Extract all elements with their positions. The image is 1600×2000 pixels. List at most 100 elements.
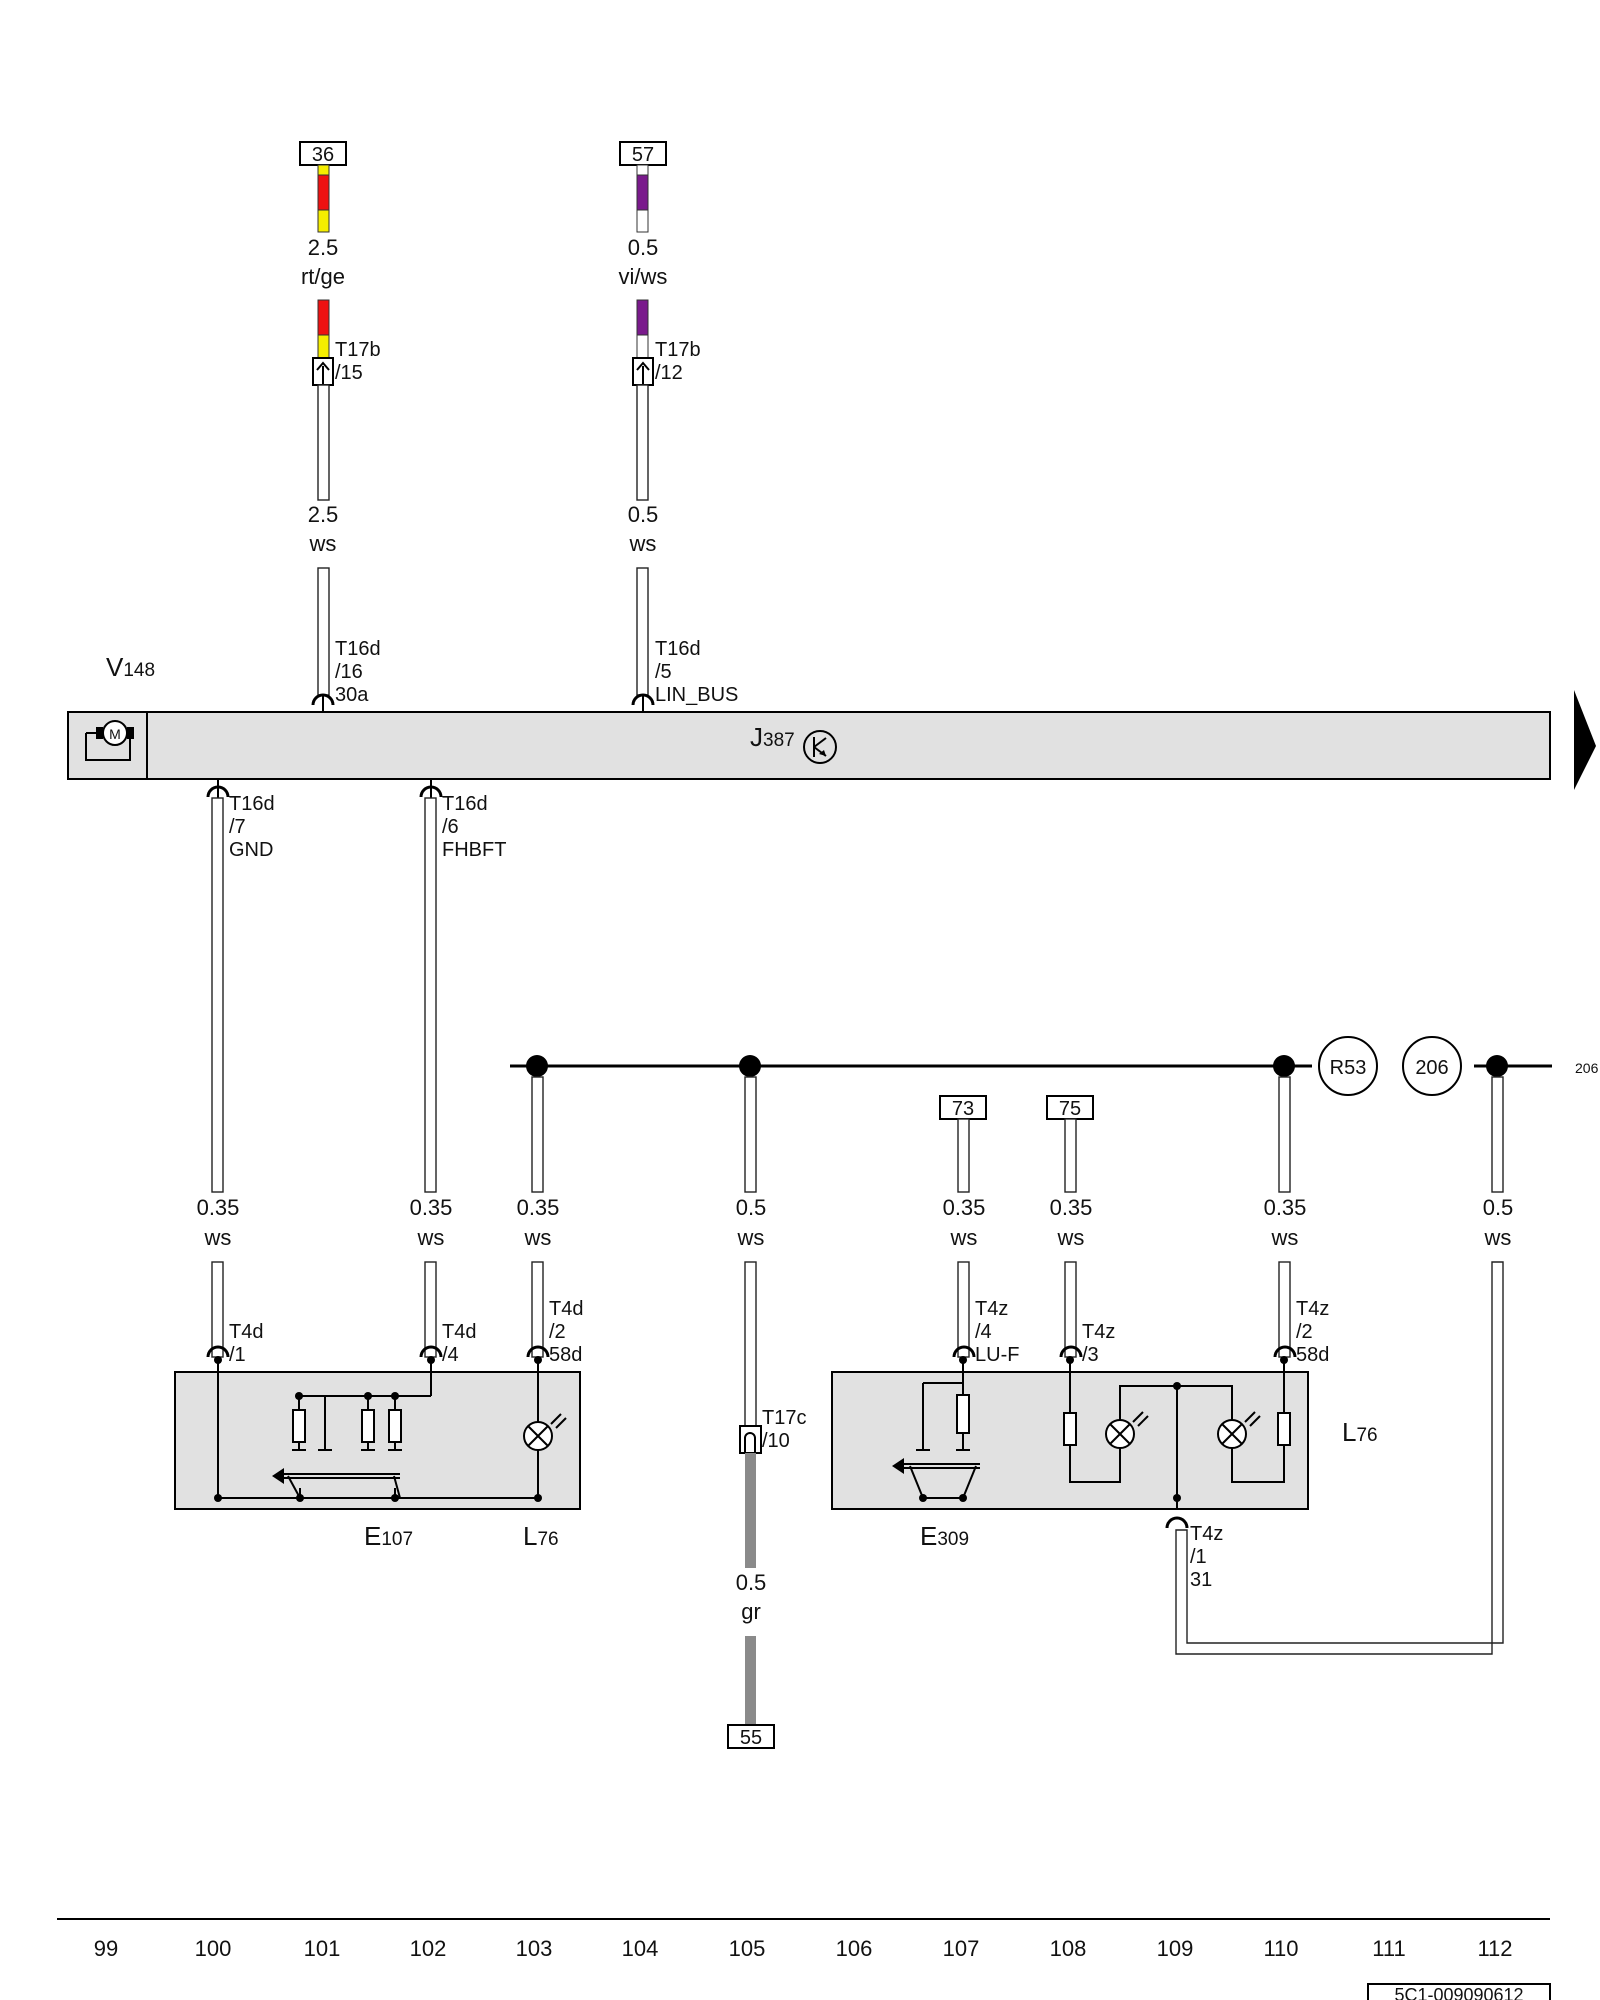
component-number: 76 bbox=[1356, 1425, 1377, 1446]
pin-socket bbox=[1059, 1345, 1083, 1358]
pin-socket bbox=[1165, 1516, 1189, 1529]
junction-dot bbox=[739, 1055, 761, 1077]
component-number: 76 bbox=[537, 1529, 558, 1550]
wire-color-label: gr bbox=[741, 1599, 761, 1624]
connector-t17b-15 bbox=[312, 357, 334, 386]
wire-color-label: ws bbox=[1484, 1225, 1512, 1250]
wire-color-label: ws bbox=[309, 531, 337, 556]
column-number: 109 bbox=[1157, 1936, 1194, 1961]
wire-segment bbox=[531, 1261, 544, 1358]
pin-label: T4d bbox=[549, 1298, 583, 1320]
ref-circle-206: 206 bbox=[1402, 1036, 1462, 1096]
wire-fhbft bbox=[424, 797, 437, 1193]
component-number: 107 bbox=[381, 1529, 413, 1550]
column-number: 102 bbox=[410, 1936, 447, 1961]
component-l76-label: L76 bbox=[1342, 1417, 1378, 1447]
pin-label: T4z bbox=[1296, 1298, 1329, 1320]
pin-label: /2 bbox=[1296, 1321, 1313, 1343]
pin-label: /4 bbox=[975, 1321, 992, 1343]
wire-stub bbox=[1491, 1076, 1504, 1193]
control-module-j387 bbox=[67, 711, 1551, 780]
column-number: 105 bbox=[729, 1936, 766, 1961]
ref-206-text: 206 bbox=[1415, 1057, 1448, 1079]
component-number: 387 bbox=[763, 730, 795, 751]
wire-gauge-label: 0.35 bbox=[1050, 1195, 1093, 1220]
wire-color-label: ws bbox=[204, 1225, 232, 1250]
component-letter: E bbox=[920, 1521, 937, 1551]
continuation-arrow-icon bbox=[1574, 690, 1596, 790]
switch-e107-housing bbox=[174, 1356, 581, 1510]
switch-e309-housing bbox=[831, 1356, 1309, 1510]
pin-label: T16d bbox=[655, 638, 701, 660]
pin-label: /1 bbox=[229, 1344, 246, 1366]
junction-dot bbox=[1273, 1055, 1295, 1077]
component-e107-label: E107 bbox=[364, 1521, 413, 1551]
wire-ws-0-5-lower bbox=[636, 567, 649, 696]
component-number: 148 bbox=[123, 660, 155, 681]
wire-gauge-label: 0.35 bbox=[943, 1195, 986, 1220]
ref-box-57: 57 bbox=[619, 141, 667, 166]
wire-stub bbox=[531, 1076, 544, 1193]
wire-grey-lower bbox=[745, 1636, 756, 1725]
component-v148-label: V148 bbox=[106, 652, 155, 682]
ref-73-text: 73 bbox=[952, 1098, 974, 1120]
ref-57-text: 57 bbox=[632, 144, 654, 166]
wire-color-label: rt/ge bbox=[301, 264, 345, 289]
ref-55-text: 55 bbox=[740, 1727, 762, 1749]
pin-label: /2 bbox=[549, 1321, 566, 1343]
column-number: 99 bbox=[94, 1936, 118, 1961]
pin-label: 58d bbox=[1296, 1344, 1329, 1366]
connector-t17c-10 bbox=[739, 1425, 762, 1454]
wire-stub bbox=[1278, 1076, 1291, 1193]
wire-vi-ws-lower bbox=[636, 299, 649, 359]
pin-label: /10 bbox=[762, 1430, 790, 1452]
pin-label: FHBFT bbox=[442, 839, 506, 861]
column-number: 108 bbox=[1050, 1936, 1087, 1961]
ref-box-36: 36 bbox=[299, 141, 347, 166]
pin-label: /6 bbox=[442, 816, 459, 838]
wire-rt-ge-upper bbox=[317, 164, 330, 233]
junction-dot bbox=[526, 1055, 548, 1077]
pin-socket bbox=[526, 1345, 550, 1358]
column-number: 104 bbox=[622, 1936, 659, 1961]
wire-segment bbox=[744, 1261, 757, 1427]
wire-color-label: ws bbox=[524, 1225, 552, 1250]
wire-gauge-label: 2.5 bbox=[308, 235, 339, 260]
pin-label: T16d bbox=[335, 638, 381, 660]
pin-label: T16d bbox=[229, 793, 275, 815]
pin-label: T17b bbox=[655, 339, 701, 361]
column-number: 111 bbox=[1372, 1936, 1405, 1961]
column-number: 100 bbox=[195, 1936, 232, 1961]
wire-gauge-label: 0.5 bbox=[1483, 1195, 1514, 1220]
wire-gauge-label: 0.5 bbox=[736, 1195, 767, 1220]
wire-color-label: ws bbox=[1057, 1225, 1085, 1250]
wire-gauge-label: 0.35 bbox=[517, 1195, 560, 1220]
pin-label: /16 bbox=[335, 661, 363, 683]
pin-label: T4z bbox=[1082, 1321, 1115, 1343]
pin-socket bbox=[206, 1345, 230, 1358]
wire-segment bbox=[211, 1261, 224, 1358]
pin-label: LIN_BUS bbox=[655, 684, 738, 706]
motor-symbol-text: M bbox=[109, 726, 121, 742]
component-j387-label: J387 bbox=[750, 722, 795, 752]
pin-label: /3 bbox=[1082, 1344, 1099, 1366]
pin-label: T4d bbox=[442, 1321, 476, 1343]
pin-label: /12 bbox=[655, 362, 683, 384]
wire-color-label: ws bbox=[417, 1225, 445, 1250]
wire-color-label: ws bbox=[629, 531, 657, 556]
ref-36-text: 36 bbox=[312, 144, 334, 166]
ref-box-55: 55 bbox=[727, 1724, 775, 1749]
component-letter: V bbox=[106, 652, 124, 682]
electronic-module-icon bbox=[803, 730, 837, 764]
column-number: 112 bbox=[1477, 1936, 1512, 1961]
pin-label: 31 bbox=[1190, 1569, 1212, 1591]
component-e309-label: E309 bbox=[920, 1521, 969, 1551]
pin-label: T17b bbox=[335, 339, 381, 361]
pin-label: T17c bbox=[762, 1407, 806, 1429]
wire-segment bbox=[1278, 1261, 1291, 1358]
pin-label: T4d bbox=[229, 1321, 263, 1343]
wire-stub bbox=[744, 1076, 757, 1193]
pin-label: T4z bbox=[975, 1298, 1008, 1320]
document-id-text: 5C1-009090612 bbox=[1394, 1985, 1523, 2000]
